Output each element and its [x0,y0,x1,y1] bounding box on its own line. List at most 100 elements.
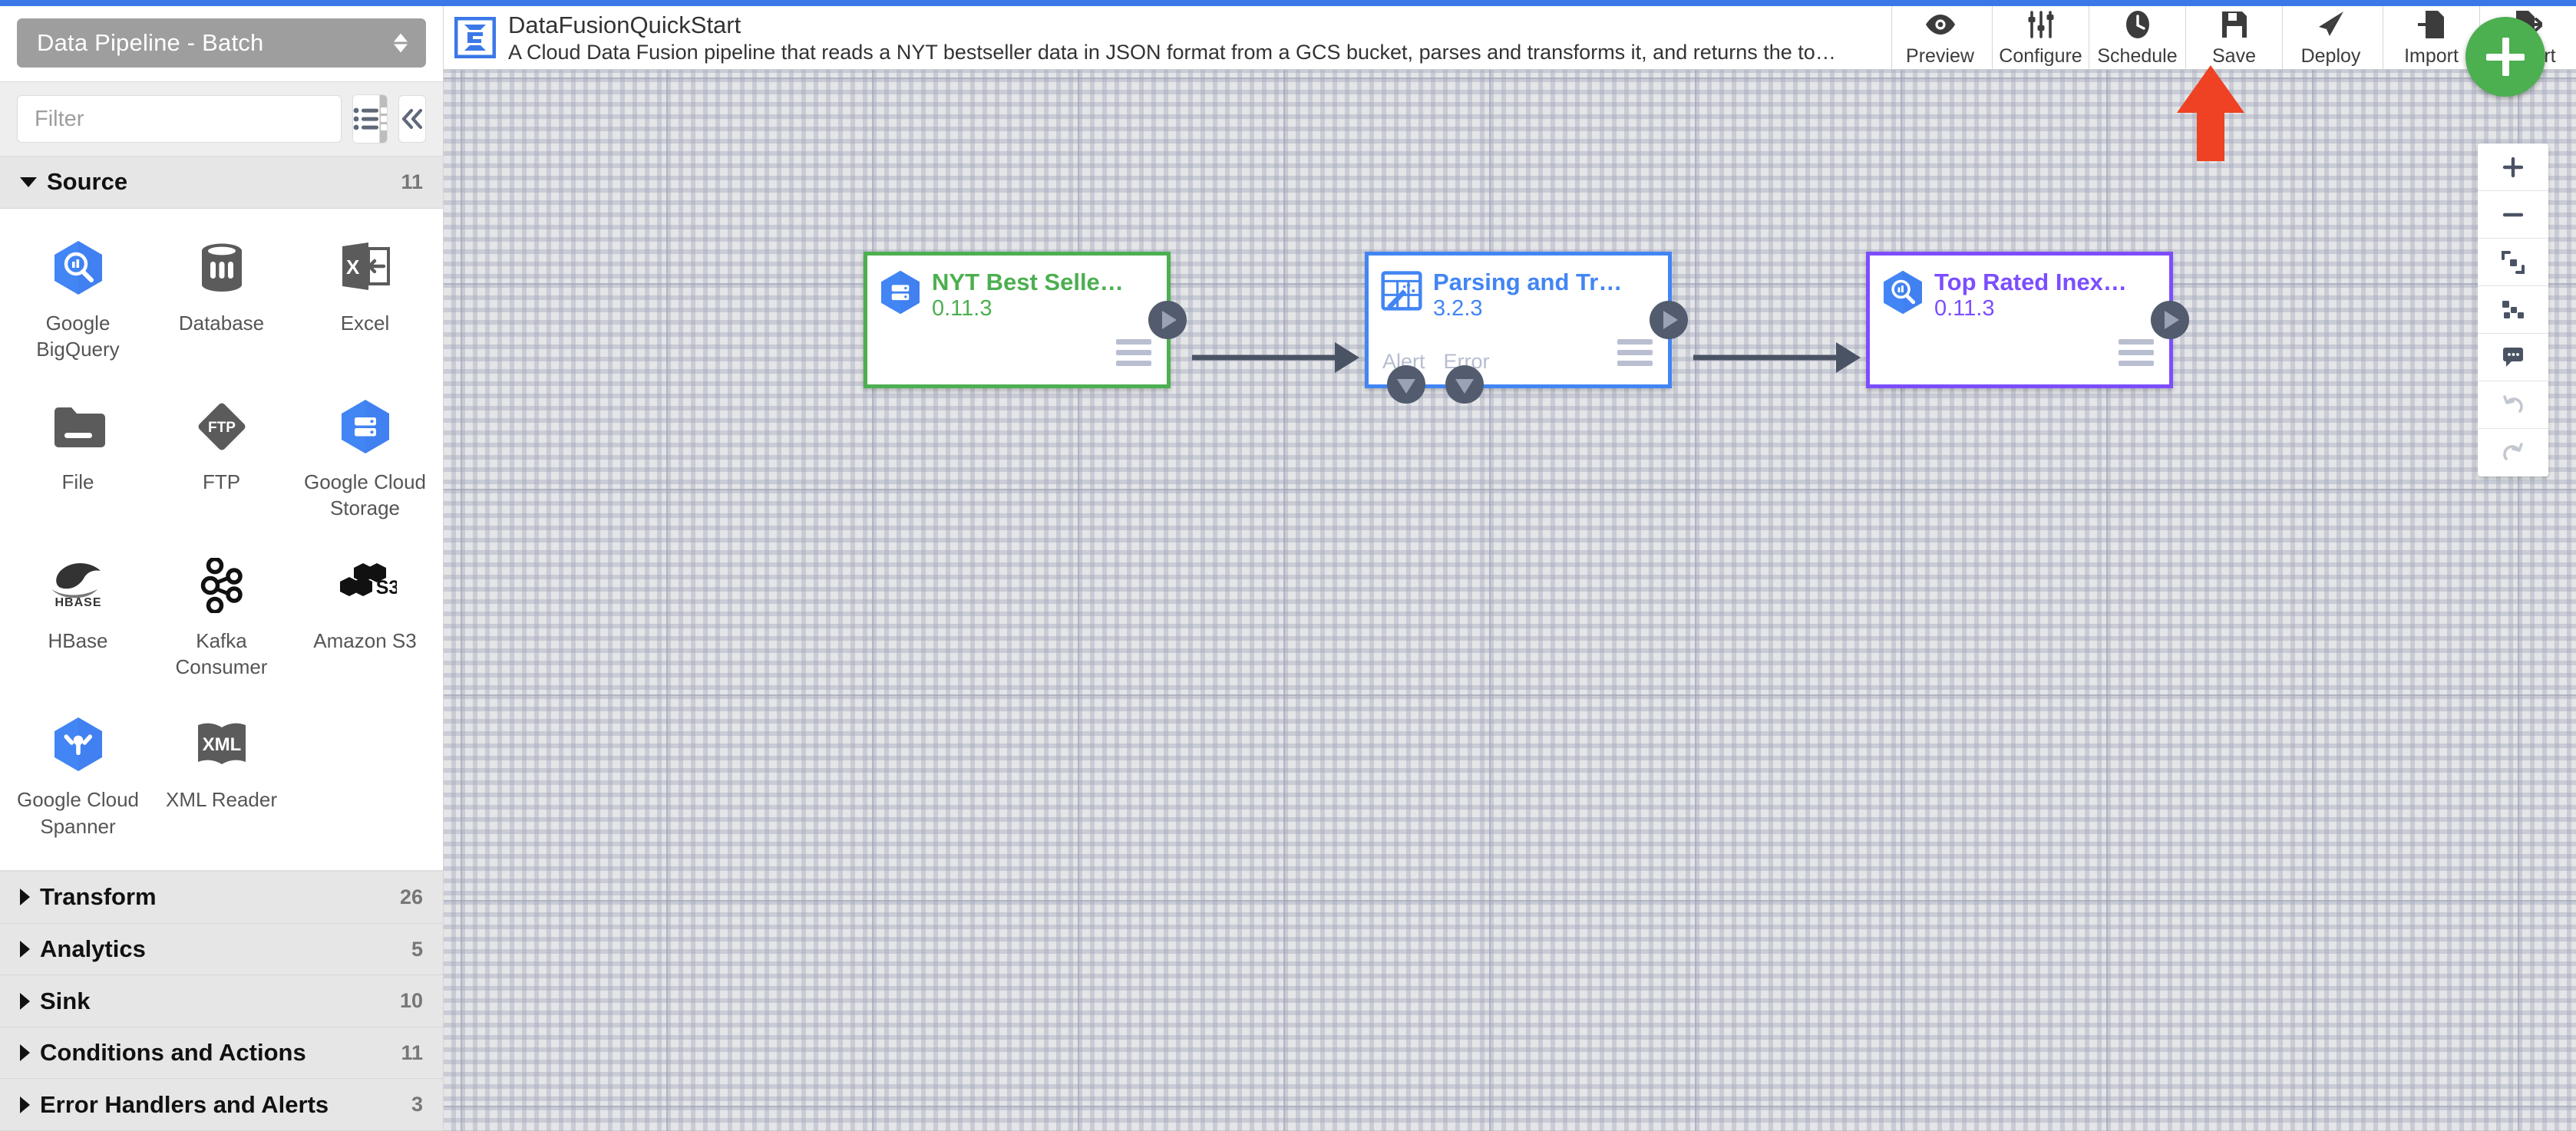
svg-text:HBASE: HBASE [54,596,101,609]
page-title: DataFusionQuickStart [508,11,741,38]
node-version: 0.11.3 [932,295,992,321]
source-plugin-grid: Google BigQuery Database [0,208,443,872]
plugin-label: File [61,470,94,493]
plugin-label: XML Reader [166,788,277,812]
plugin-label: Amazon S3 [313,628,417,652]
sidebar-group-count: 10 [399,989,423,1013]
plugin-google-cloud-spanner[interactable]: Google Cloud Spanner [6,702,150,850]
sidebar-group-error-handlers-and-alerts[interactable]: Error Handlers and Alerts 3 [0,1079,443,1131]
sidebar-group-transform[interactable]: Transform 26 [0,872,443,924]
preview-button[interactable]: Preview [1891,6,1988,69]
plugin-label: Database [178,311,265,335]
node-output-port[interactable] [2151,301,2189,339]
google-cloud-storage-icon [880,270,921,315]
chevron-down-icon [20,176,37,187]
node-menu-icon[interactable] [1617,339,1653,366]
redo-icon[interactable] [2478,429,2548,476]
svg-text:X: X [346,256,360,279]
spinner-updown-icon [394,33,408,53]
plugin-google-bigquery[interactable]: Google BigQuery [6,226,150,374]
plugin-label: Excel [340,311,390,335]
node-version: 0.11.3 [1934,295,1995,321]
plugin-google-cloud-storage[interactable]: Google Cloud Storage [293,384,437,533]
sidebar-filter-row [0,82,443,157]
pipeline-type-select[interactable]: Data Pipeline - Batch [17,18,426,68]
zoom-in-icon[interactable] [2478,143,2548,191]
toolbar-actions: Preview Configure [1891,6,2576,69]
toolbar-title-area: DataFusionQuickStart A Cloud Data Fusion… [444,6,1891,69]
node-version: 3.2.3 [1433,295,1483,321]
sidebar-group-label: Conditions and Actions [40,1039,306,1067]
configure-label: Configure [1999,45,2082,67]
save-button[interactable]: Save [2185,6,2282,69]
node-error-port[interactable] [1445,365,1484,404]
plugin-ftp[interactable]: FTP FTP [150,384,293,533]
node-output-port[interactable] [1148,301,1187,339]
deploy-button[interactable]: Deploy [2282,6,2379,69]
save-label: Save [2212,45,2256,67]
deploy-label: Deploy [2300,45,2361,67]
plugin-hbase[interactable]: HBASE HBase [6,543,150,691]
xml-reader-icon: XML [195,713,249,776]
file-folder-icon [51,395,105,458]
align-nodes-icon[interactable] [2478,286,2548,334]
add-plugin-fab[interactable] [2465,17,2545,97]
pipeline-node-transform[interactable]: Parsing and Tr… 3.2.3 Alert Error [1365,252,1688,404]
node-menu-icon[interactable] [1116,339,1151,366]
sidebar-group-count: 11 [401,1040,423,1064]
chevron-right-icon [20,1096,30,1113]
plugin-sidebar: Data Pipeline - Batch [0,6,444,1131]
sidebar-group-source-count: 11 [401,170,423,193]
plugin-file[interactable]: File [6,384,150,533]
double-chevron-left-icon[interactable] [398,95,426,143]
paper-plane-icon [2316,8,2346,41]
connector-transform-to-sink [1693,342,1861,373]
plugin-amazon-s3[interactable]: S3 Amazon S3 [293,543,437,691]
plugin-xml-reader[interactable]: XML XML Reader [150,702,293,850]
list-view-icon[interactable] [353,95,379,143]
configure-button[interactable]: Configure [1992,6,2089,69]
connector-source-to-transform [1192,342,1359,373]
plugin-label: HBase [48,628,108,652]
node-name: Top Rated Inex… [1934,269,2127,295]
svg-text:XML: XML [202,734,241,755]
pipeline-canvas[interactable]: NYT Best Selle… 0.11.3 [444,70,2576,1131]
canvas-controls [2478,143,2548,476]
import-button[interactable]: Import [2383,6,2479,69]
filter-input[interactable] [17,95,342,143]
sidebar-group-label: Transform [40,883,157,911]
chevron-right-icon [20,889,30,906]
sidebar-group-label: Analytics [40,935,146,963]
chevron-right-icon [20,1044,30,1062]
sidebar-group-count: 26 [399,885,423,908]
sidebar-group-source[interactable]: Source 11 [0,157,443,209]
undo-icon[interactable] [2478,381,2548,429]
grid-view-icon[interactable] [379,95,387,143]
pipeline-toolbar: DataFusionQuickStart A Cloud Data Fusion… [444,6,2576,70]
plugin-kafka-consumer[interactable]: Kafka Consumer [150,543,293,691]
pipeline-node-sink[interactable]: Top Rated Inex… 0.11.3 [1866,252,2189,388]
sidebar-group-analytics[interactable]: Analytics 5 [0,923,443,976]
schedule-button[interactable]: Schedule [2089,6,2185,69]
pipeline-node-source[interactable]: NYT Best Selle… 0.11.3 [864,252,1187,388]
pipeline-type-label: Data Pipeline - Batch [37,29,264,56]
kafka-icon [200,554,244,617]
sidebar-group-sink[interactable]: Sink 10 [0,975,443,1027]
plugin-label: Google BigQuery [36,311,120,361]
plugin-label: Google Cloud Storage [304,470,426,520]
sidebar-group-label: Sink [40,987,91,1014]
plugin-database[interactable]: Database [150,226,293,374]
zoom-out-icon[interactable] [2478,191,2548,239]
import-label: Import [2404,45,2459,67]
node-output-port[interactable] [1650,301,1688,339]
sidebar-group-conditions-and-actions[interactable]: Conditions and Actions 11 [0,1027,443,1080]
comment-icon[interactable] [2478,334,2548,381]
fit-to-screen-icon[interactable] [2478,239,2548,286]
excel-icon: X [339,236,391,299]
node-alert-port[interactable] [1387,365,1425,404]
node-menu-icon[interactable] [2119,339,2154,366]
amazon-s3-icon: S3 [334,554,397,617]
plugin-excel[interactable]: X Excel [293,226,437,374]
sidebar-group-source-label: Source [47,168,128,196]
sidebar-group-count: 5 [411,937,423,961]
